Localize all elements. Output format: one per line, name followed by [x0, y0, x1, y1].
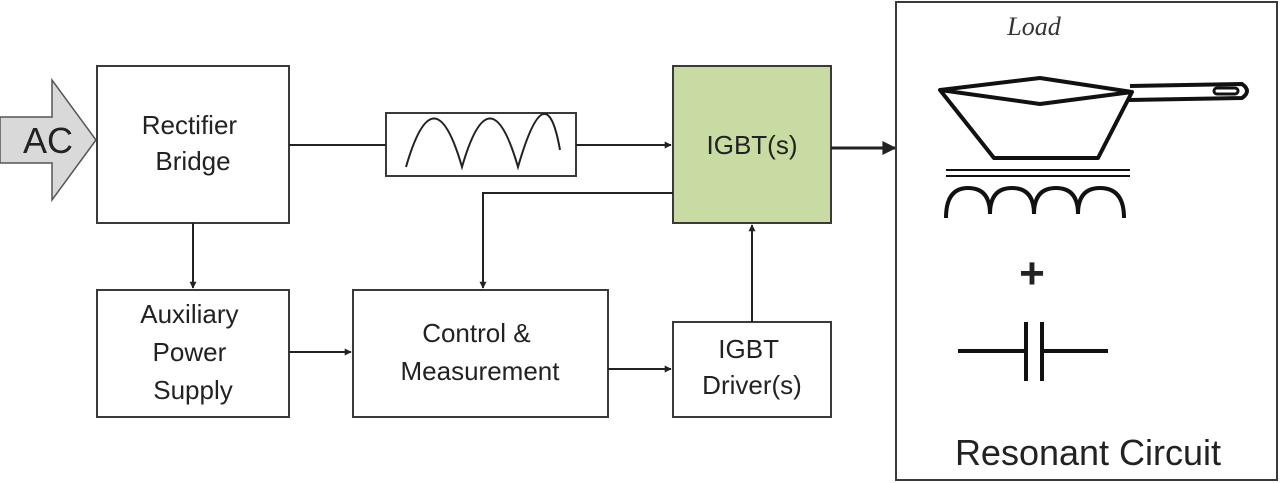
aux-power-supply-block: Auxiliary Power Supply [96, 289, 290, 418]
rectifier-bridge-label: Rectifier Bridge [142, 110, 245, 176]
igbt-block: IGBT(s) [672, 65, 832, 224]
aux-power-supply-label: Auxiliary Power Supply [140, 299, 245, 405]
load-label: Load [1006, 12, 1061, 41]
ac-input-arrow-icon [0, 77, 97, 203]
connections [189, 141, 897, 373]
igbt-block-label: IGBT(s) [707, 130, 798, 160]
coil-inductor-icon [944, 169, 1130, 219]
control-measurement-label: Control & Measurement [401, 318, 561, 386]
ac-input-label: AC [23, 120, 73, 161]
control-measurement-block: Control & Measurement [352, 289, 609, 418]
resonant-circuit-title: Resonant Circuit [955, 432, 1221, 473]
ac-input: AC [0, 77, 97, 203]
rectified-waveform-icon [405, 113, 561, 171]
igbt-feedback-arrow [479, 192, 673, 289]
pan-load-icon [938, 76, 1249, 160]
igbt-driver-block: IGBT Driver(s) [672, 321, 832, 418]
resonant-circuit-panel: Load + Resonant Circuit [895, 1, 1278, 481]
igbt-driver-label: IGBT Driver(s) [702, 334, 802, 400]
rectified-waveform-block [385, 112, 577, 177]
capacitor-icon [958, 322, 1108, 381]
igbt-block-rect [672, 65, 832, 224]
plus-sign: + [1019, 249, 1045, 298]
rectifier-bridge-block: Rectifier Bridge [96, 65, 290, 224]
